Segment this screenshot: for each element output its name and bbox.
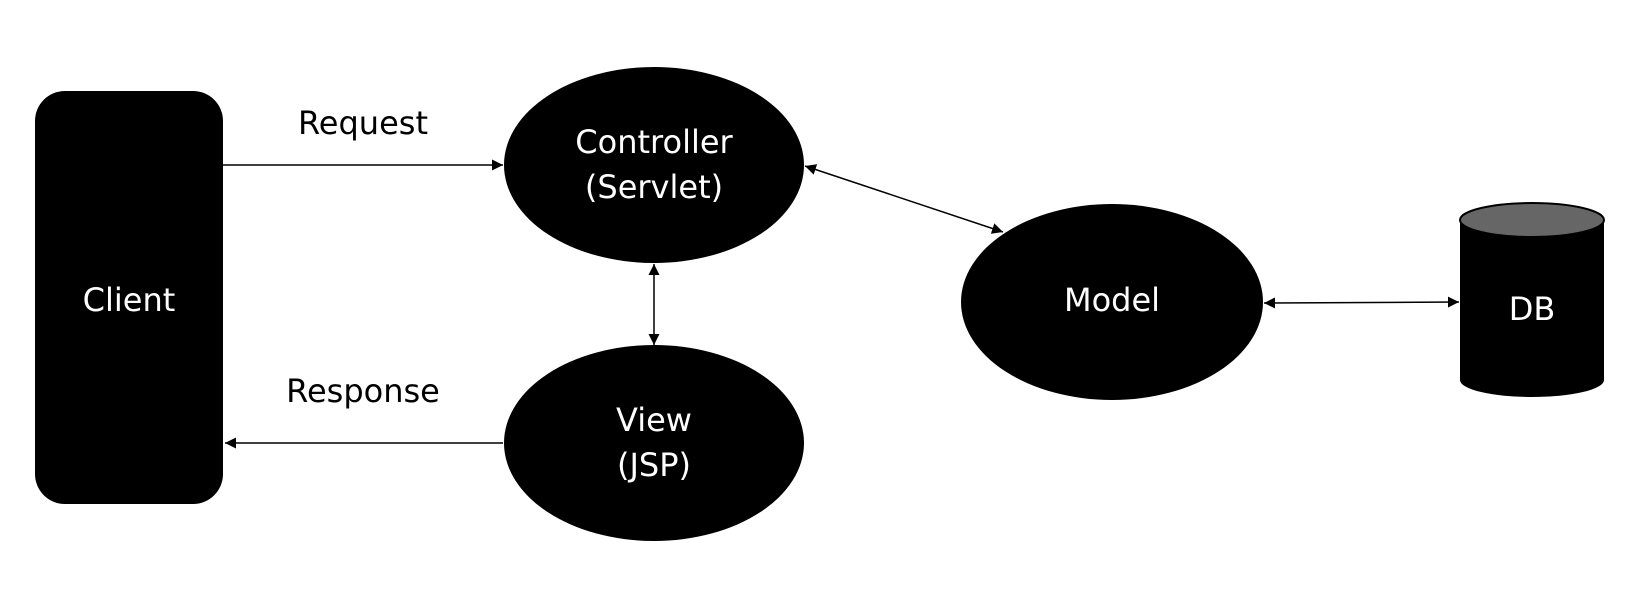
model-node: Model bbox=[961, 204, 1263, 400]
db-label: DB bbox=[1509, 290, 1556, 328]
controller-sublabel: (Servlet) bbox=[585, 168, 723, 206]
controller-label: Controller bbox=[575, 123, 733, 161]
controller-model-arrow bbox=[804, 164, 1004, 234]
view-node: View (JSP) bbox=[504, 345, 804, 541]
client-label: Client bbox=[83, 281, 176, 319]
request-label: Request bbox=[298, 104, 428, 142]
db-cylinder-body bbox=[1460, 220, 1604, 397]
model-db-arrow bbox=[1263, 296, 1460, 309]
controller-ellipse bbox=[504, 67, 804, 263]
view-sublabel: (JSP) bbox=[617, 446, 691, 484]
client-box bbox=[35, 91, 223, 504]
db-cylinder-top bbox=[1459, 202, 1605, 238]
response-label: Response bbox=[286, 372, 440, 410]
view-label: View bbox=[616, 401, 692, 439]
controller-node: Controller (Servlet) bbox=[504, 67, 804, 263]
model-ellipse bbox=[961, 204, 1263, 400]
view-ellipse bbox=[504, 345, 804, 541]
client-node: Client bbox=[35, 91, 223, 504]
db-node: DB bbox=[1459, 202, 1605, 397]
model-label: Model bbox=[1064, 281, 1160, 319]
